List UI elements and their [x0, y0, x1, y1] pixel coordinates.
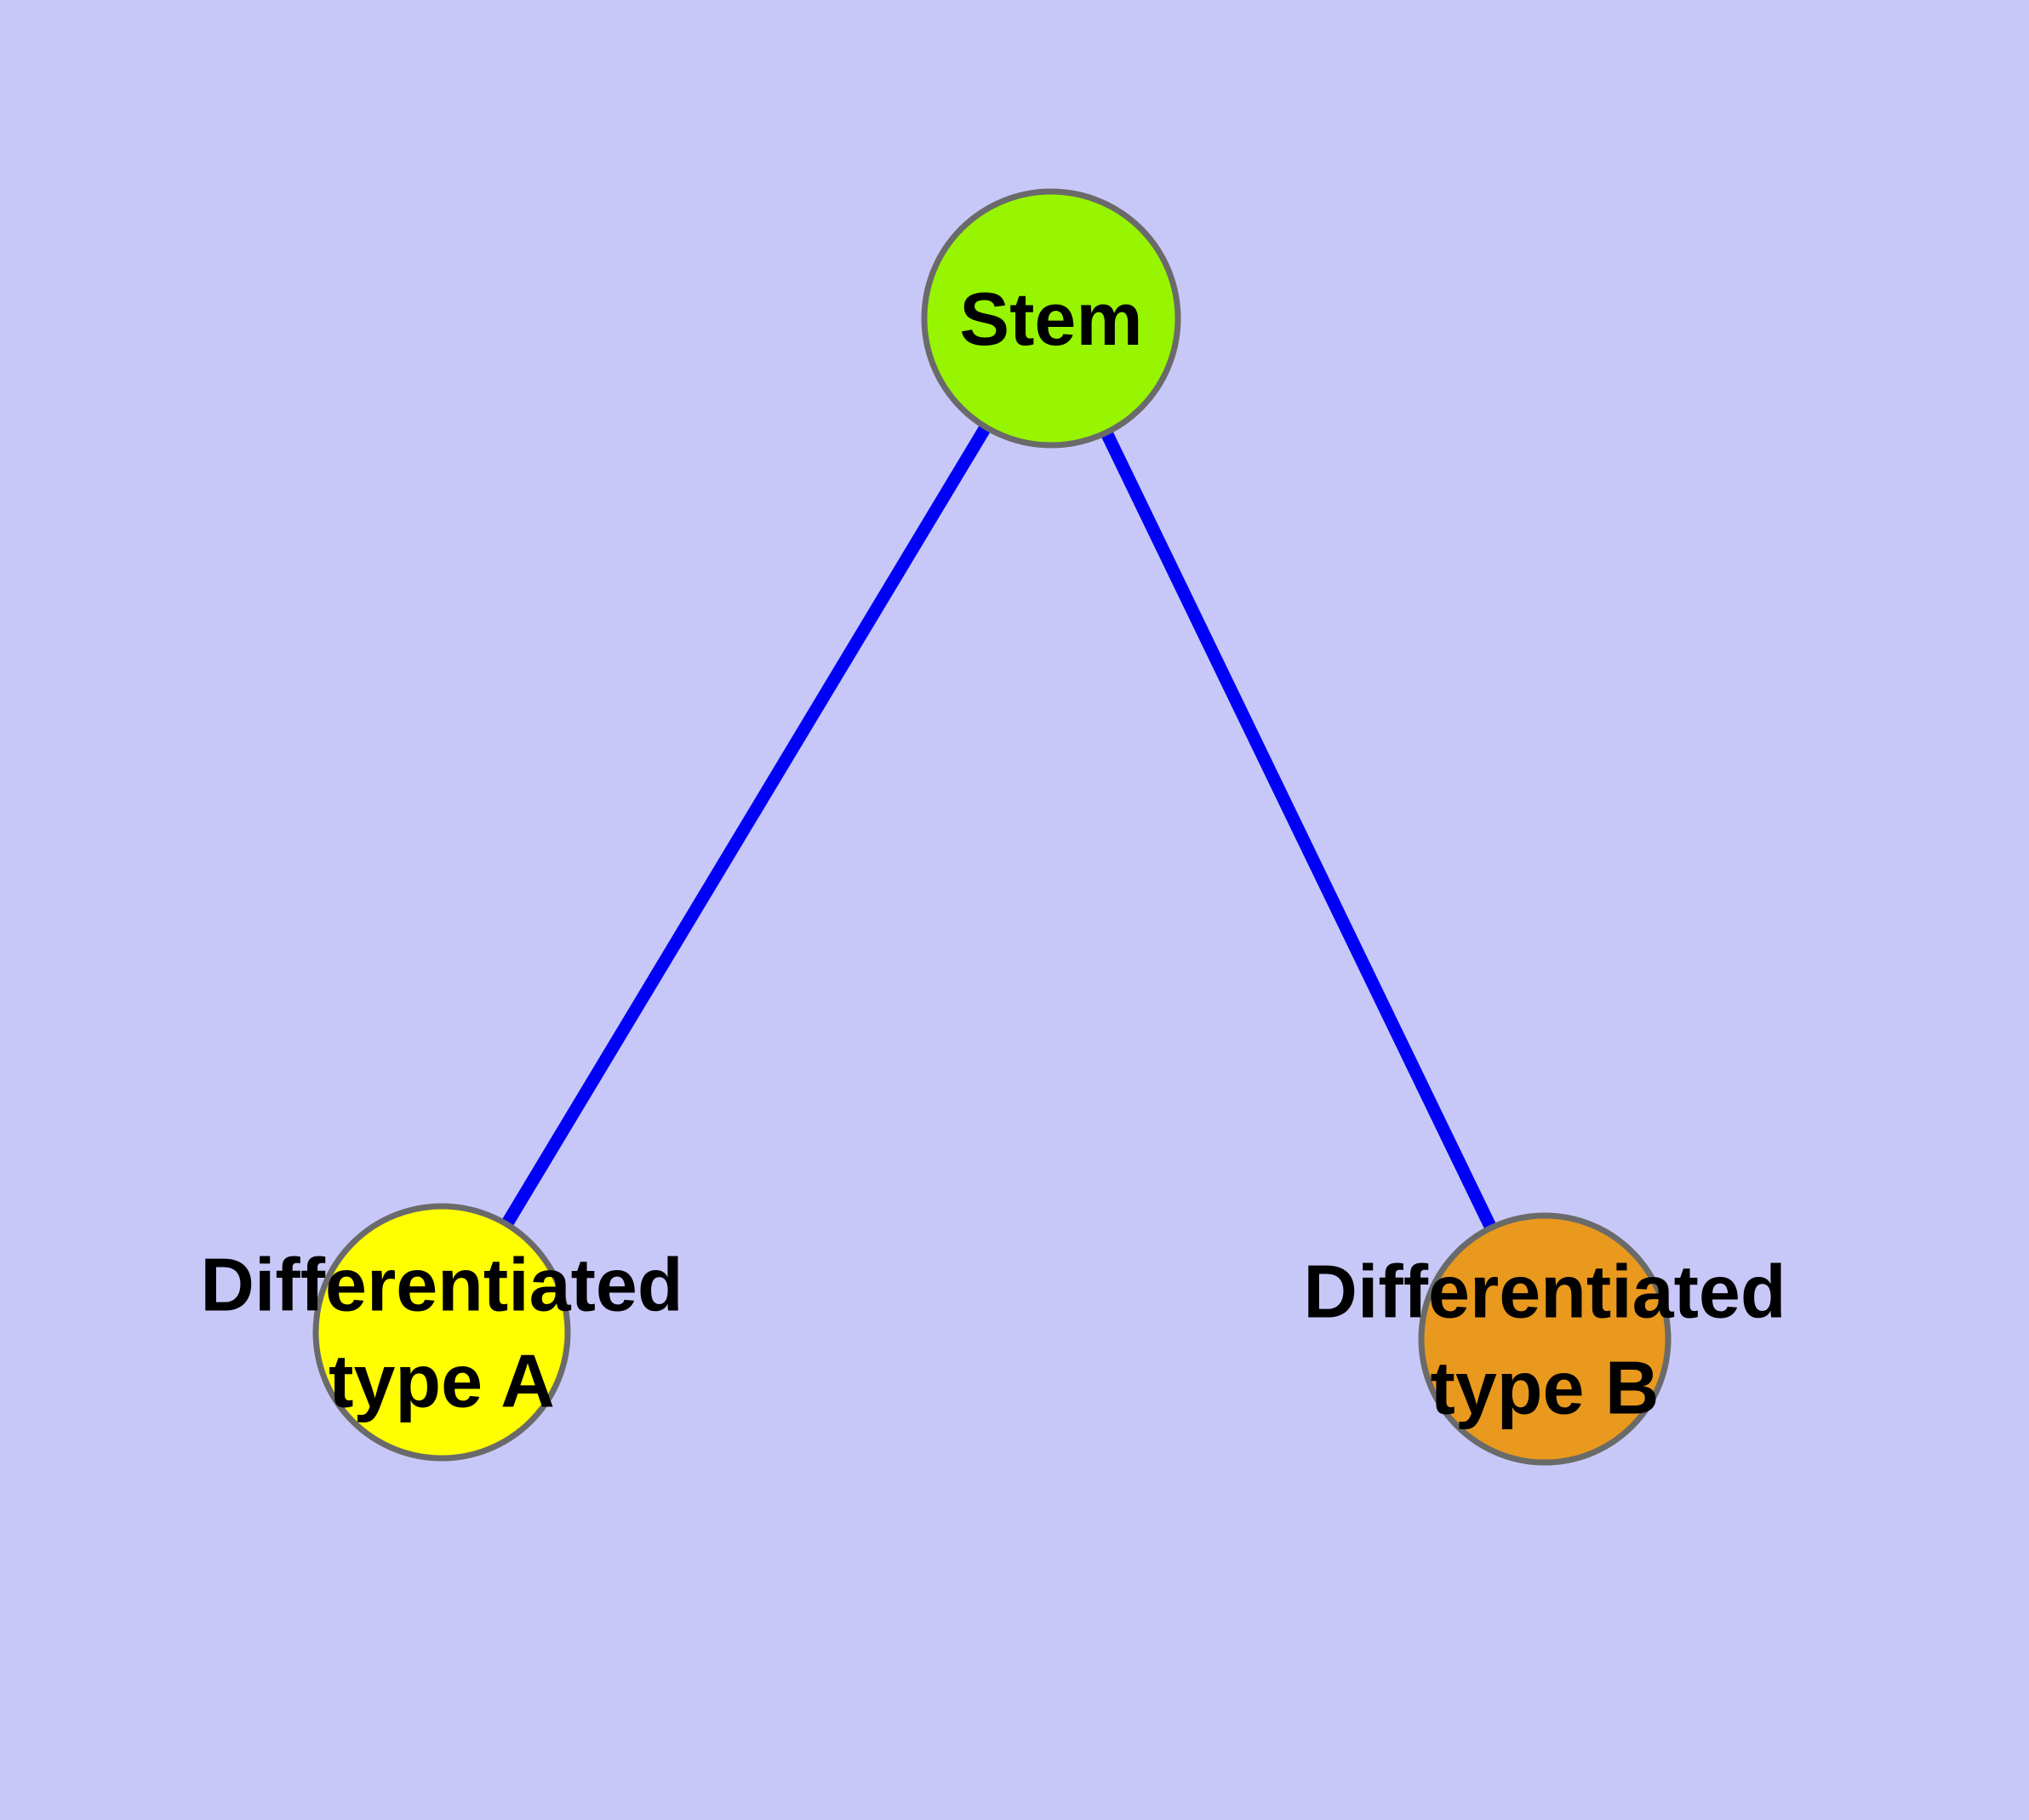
edge-stem-to-differentiated-type-b[interactable] [1045, 315, 1551, 1342]
node-label-stem: Stem [959, 277, 1142, 361]
node-label-line: type A [329, 1338, 555, 1422]
node-label-differentiated-type-a: Differentiated type A [200, 1242, 683, 1422]
node-label-differentiated-type-b: Differentiated type B [1303, 1249, 1786, 1429]
node-label-line: Differentiated [200, 1242, 683, 1326]
node-stem[interactable] [921, 188, 1181, 449]
node-label-line: Stem [959, 277, 1142, 361]
node-differentiated-type-a[interactable] [312, 1203, 571, 1462]
node-label-line: type B [1431, 1345, 1660, 1429]
node-label-line: Differentiated [1303, 1249, 1786, 1333]
edge-stem-to-differentiated-type-a[interactable] [436, 315, 1057, 1336]
node-differentiated-type-b[interactable] [1418, 1212, 1672, 1466]
